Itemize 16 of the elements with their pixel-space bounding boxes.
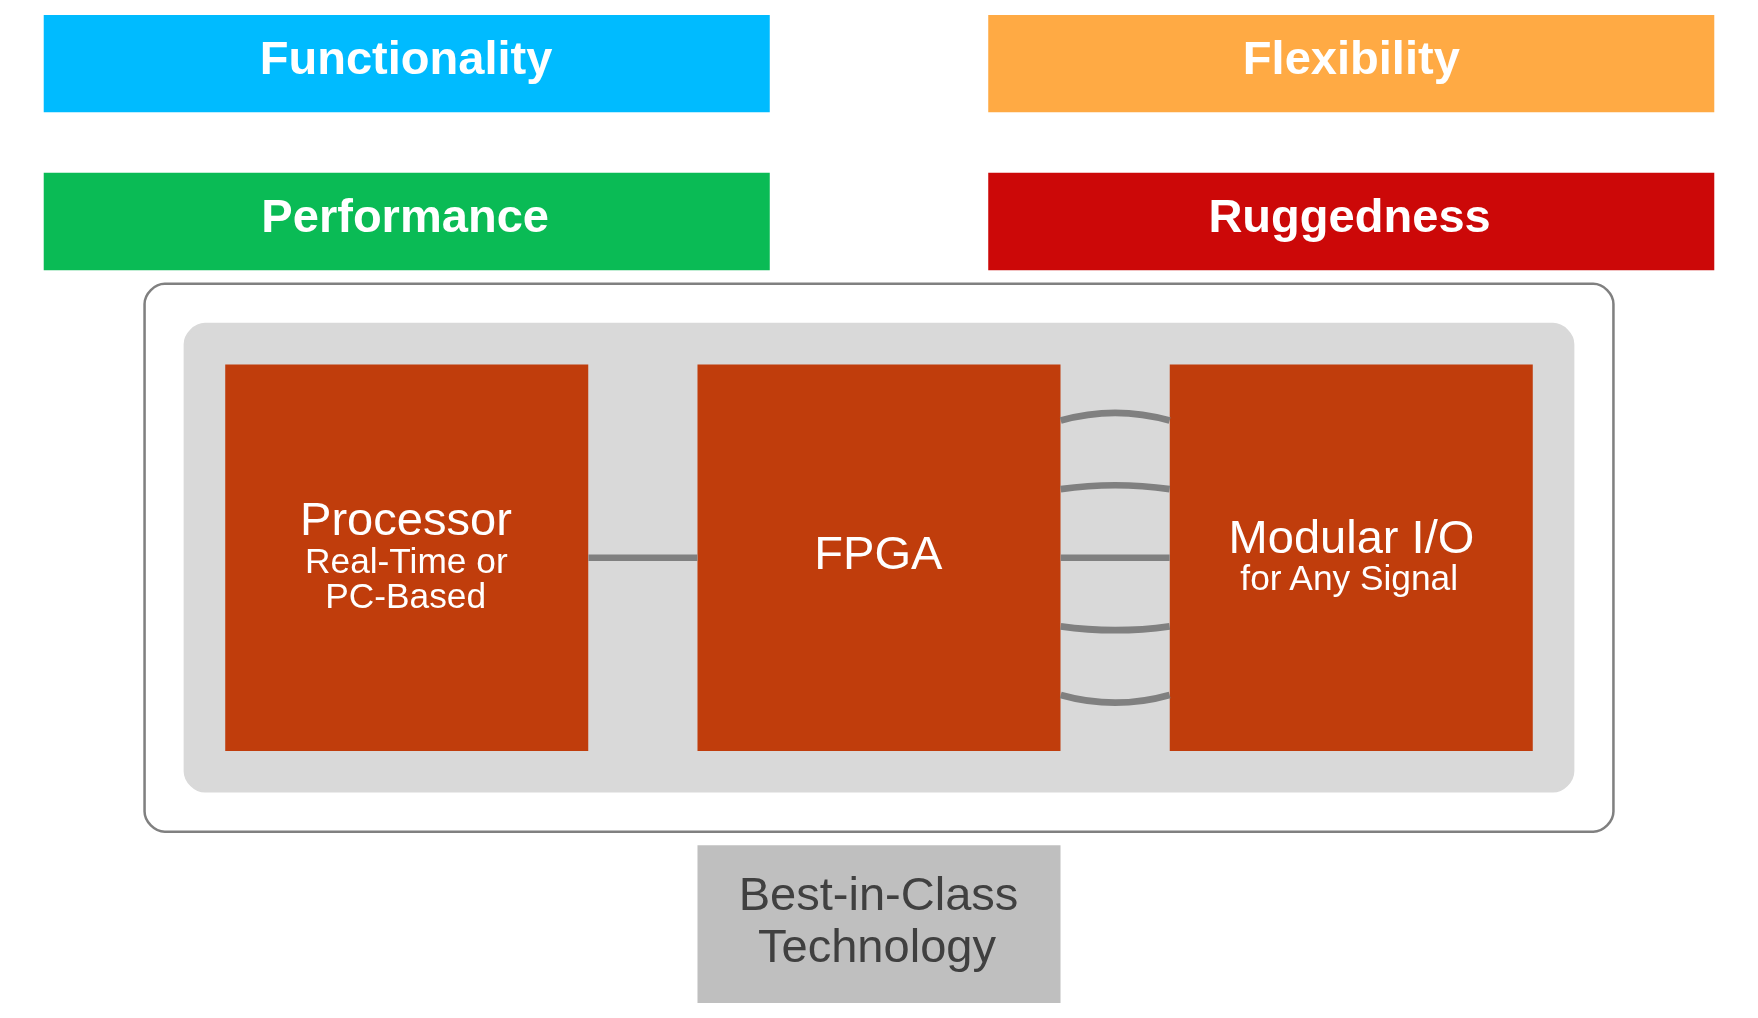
cluster	[183, 322, 1575, 793]
connector	[1060, 623, 1171, 634]
node-box: FPGA	[697, 364, 1061, 751]
node-box: Ruggedness	[988, 172, 1715, 271]
node-box: Functionality	[43, 14, 770, 113]
connector	[588, 554, 698, 562]
node-box: Best-in-Class Technology	[697, 845, 1061, 1004]
connector	[1060, 481, 1171, 493]
node-box: Flexibility	[988, 14, 1715, 113]
connector	[1060, 554, 1170, 562]
connector	[1059, 691, 1171, 706]
node-box: Processor Real-Time or PC-Based	[225, 364, 589, 751]
node-box: Performance	[43, 172, 770, 271]
cluster	[143, 282, 1615, 833]
node-box: Modular I/O for Any Signal	[1169, 364, 1533, 751]
connector	[1059, 409, 1171, 424]
